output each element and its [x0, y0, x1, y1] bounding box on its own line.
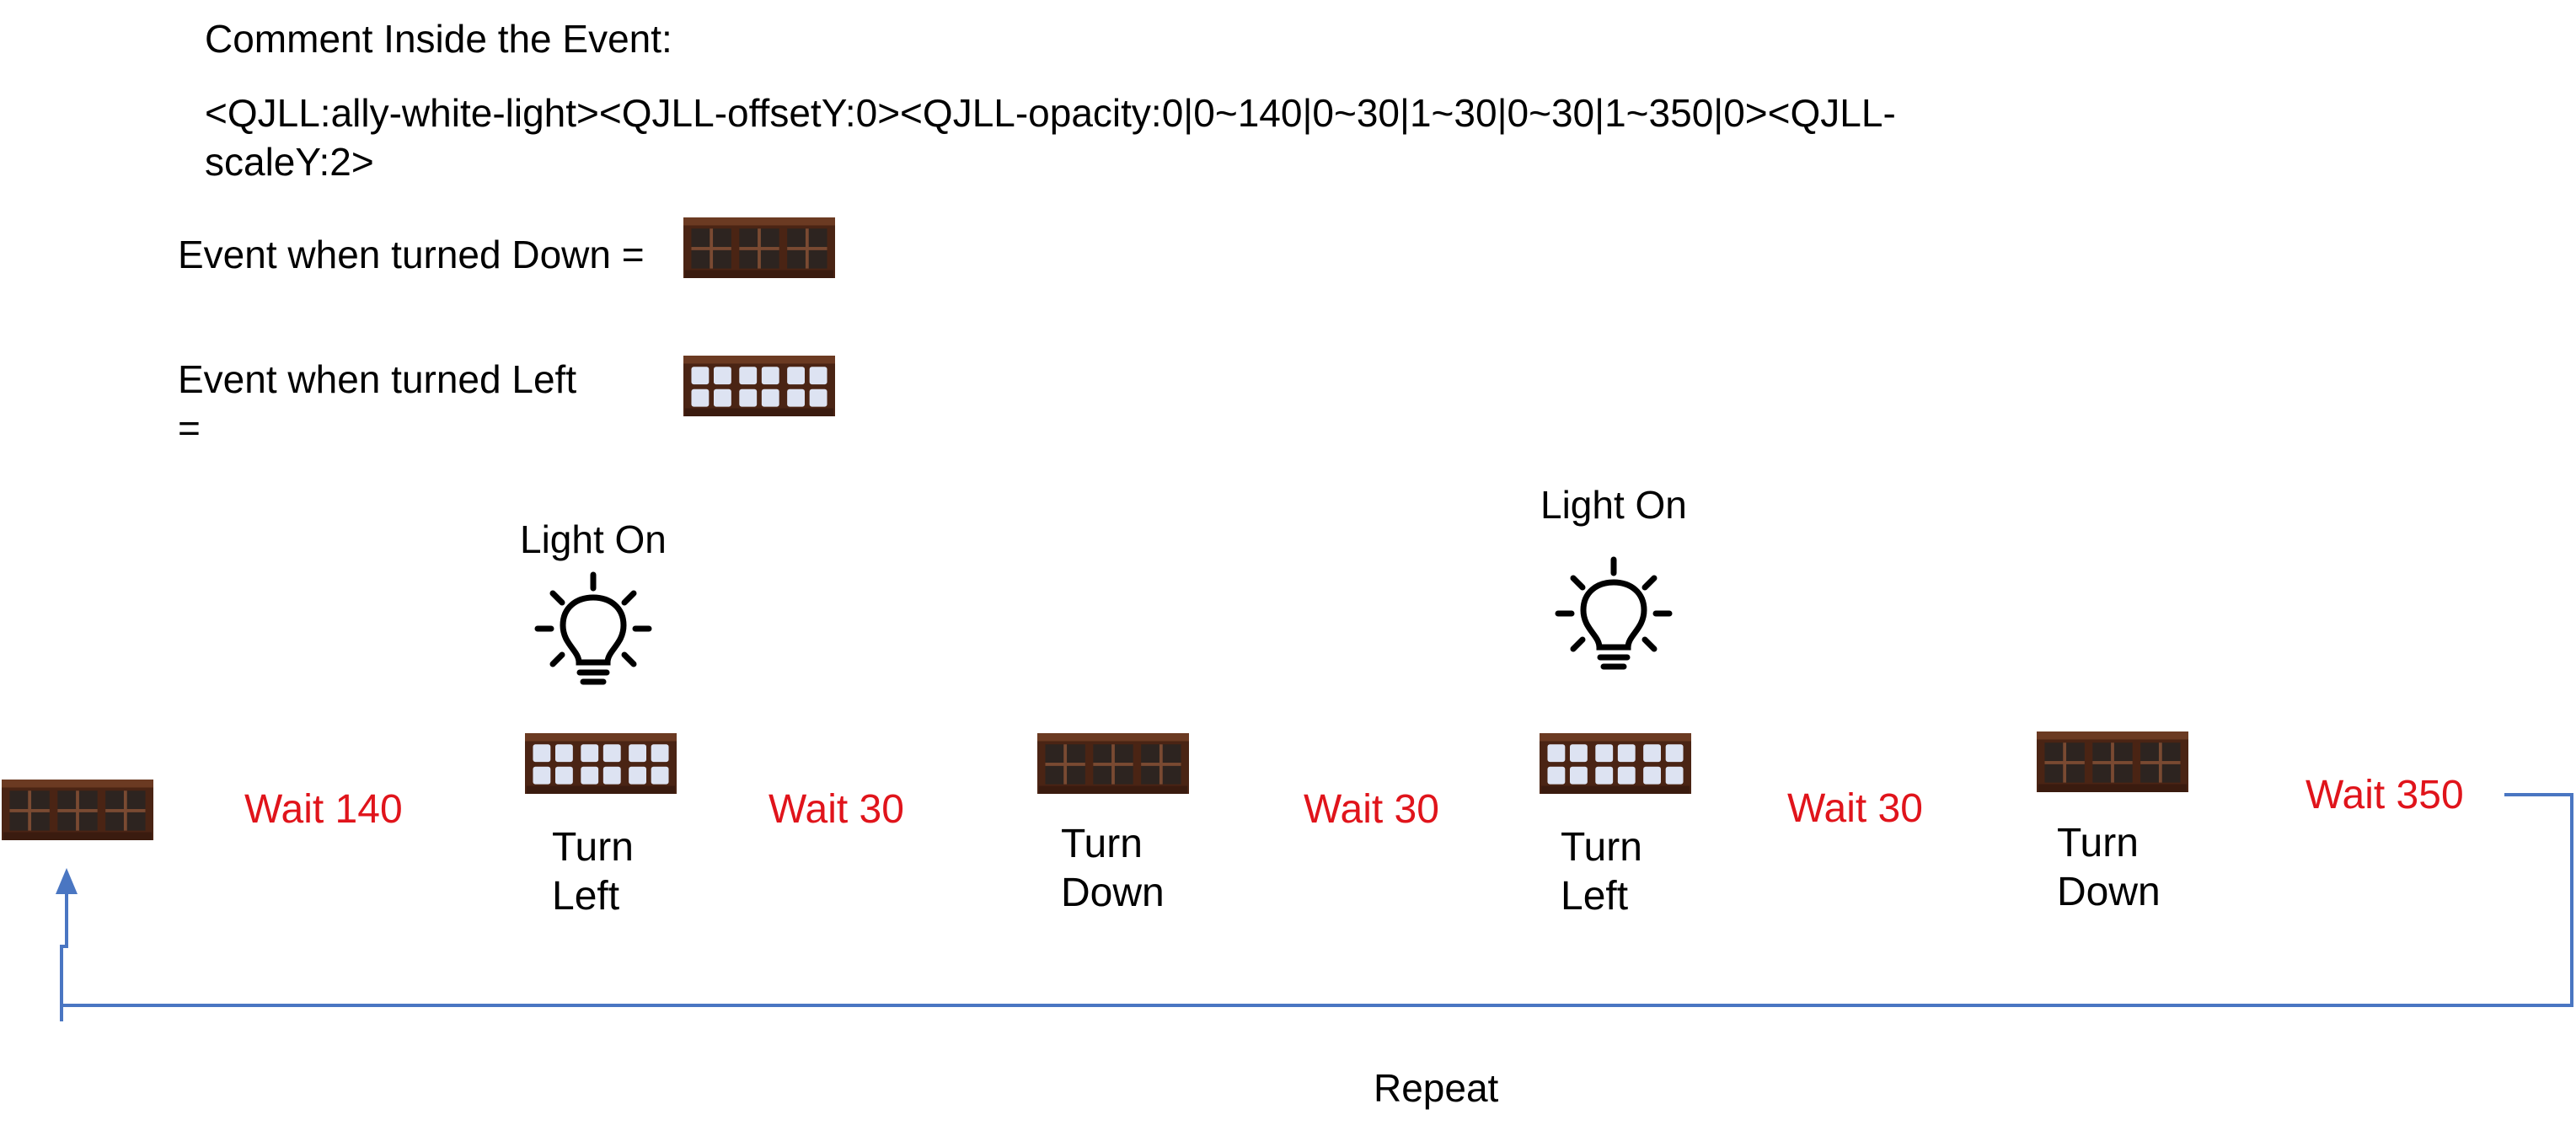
step-label-line1: Turn [2057, 821, 2139, 865]
step-label-line2: Down [2057, 870, 2161, 914]
comment-line-2: scaleY:2> [205, 140, 374, 184]
light-on-label: Light On [520, 517, 667, 561]
wait-label: Wait 350 [2306, 773, 2464, 817]
step-label-line2: Left [1561, 874, 1629, 919]
legend-down-label: Event when turned Down = [178, 233, 645, 276]
wait-label: Wait 30 [1304, 787, 1439, 832]
step-label-line2: Left [552, 874, 620, 919]
step-label-line1: Turn [552, 825, 634, 870]
step-label-line1: Turn [1561, 825, 1642, 870]
step-label-line2: Down [1061, 871, 1165, 915]
comment-line-1: <QJLL:ally-white-light><QJLL-offsetY:0><… [205, 91, 1896, 135]
legend-left-label-line2: = [178, 406, 201, 450]
wait-label: Wait 30 [1787, 786, 1923, 831]
legend-left-label-line1: Event when turned Left [178, 357, 577, 401]
comment-title: Comment Inside the Event: [205, 17, 672, 61]
repeat-label: Repeat [1374, 1066, 1499, 1110]
light-on-label: Light On [1540, 483, 1687, 527]
wait-label: Wait 30 [769, 787, 904, 832]
step-label-line1: Turn [1061, 822, 1143, 866]
wait-label: Wait 140 [244, 787, 403, 832]
